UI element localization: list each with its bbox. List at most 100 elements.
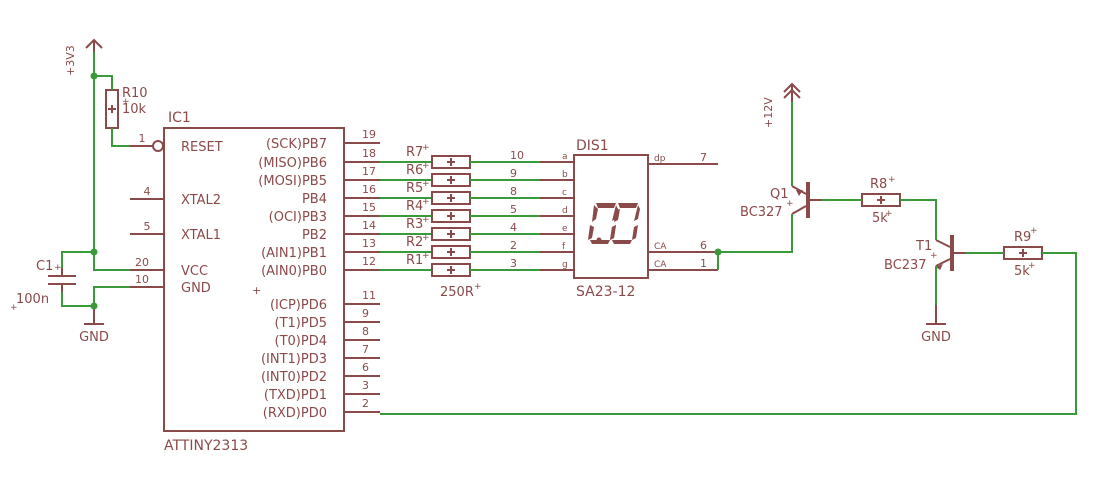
pin-number: 6 [362, 361, 369, 374]
r10-name: R10 [122, 86, 148, 101]
r9-name: R9 [1014, 230, 1031, 245]
ic1-right-pin: 18 (MISO)PB6 [258, 147, 380, 171]
pin-label: PB2 [302, 228, 327, 243]
ic1-right-pin: 17(MOSI)PB5 [258, 165, 380, 189]
resistor-name: R1 [406, 253, 423, 268]
resistor-plus-marker: + [422, 215, 430, 225]
pin-label: XTAL2 [181, 193, 221, 208]
pin-number: 1 [700, 257, 707, 270]
c1-plus-marker: + [54, 263, 62, 273]
resistor-name: R3 [406, 217, 423, 232]
t1-plus-marker: + [930, 251, 938, 261]
seven-segment-digit [588, 203, 640, 244]
pin-number: 8 [510, 185, 517, 198]
ic1-origin-marker: + [252, 284, 261, 297]
ic1-right-pin: 19(SCK)PB7 [266, 128, 380, 152]
pin-label: (AIN1)PB1 [261, 246, 327, 261]
pin-label: (INT0)PD2 [261, 370, 327, 385]
ic1-value: ATTINY2313 [164, 438, 248, 454]
t1-name: T1 [915, 239, 932, 254]
pin-label: VCC [181, 264, 208, 279]
ic1-right-pin: 8(T0)PD4 [275, 325, 380, 349]
pin-number: 2 [362, 397, 369, 410]
pin-label: (MOSI)PB5 [258, 174, 327, 189]
ic1-right-pin: 15(OCI)PB3 [269, 201, 380, 225]
pin-number: 4 [510, 221, 517, 234]
q1-plus-marker: + [786, 199, 794, 209]
pin-label: b [562, 170, 568, 180]
pin-number: 1 [139, 132, 146, 145]
c1-name: C1 [36, 259, 53, 274]
gnd-right-label: GND [921, 330, 951, 345]
segment-resistor: R2+ [380, 233, 540, 259]
segment-resistor: R1+ [380, 251, 540, 277]
resistor-plus-marker: + [422, 143, 430, 153]
pin-number: 7 [700, 151, 707, 164]
ic1-pin-gnd: 10 GND [130, 273, 211, 296]
pin-number: 20 [135, 256, 149, 269]
ic1-name: IC1 [168, 110, 191, 126]
c1-value: 100n [16, 292, 49, 307]
pin-number: 10 [135, 273, 149, 286]
gnd-right: GND [921, 305, 951, 345]
dis1-name: DIS1 [576, 138, 609, 154]
pin-number: 7 [362, 343, 369, 356]
pin-label: (MISO)PB6 [258, 156, 327, 171]
segment-resistor-value-plus: + [474, 282, 482, 292]
pin-label: XTAL1 [181, 228, 221, 243]
pin-label: GND [181, 281, 211, 296]
segment-resistor: R4+ [380, 197, 540, 223]
resistor-plus-marker: + [422, 179, 430, 189]
gnd-left: GND [79, 306, 109, 345]
q1-value: BC327 [740, 205, 783, 220]
r8-name: R8 [870, 177, 887, 192]
ic1-right-pin: 2(RXD)PD0 [263, 397, 380, 421]
pin-label: CA [654, 242, 667, 252]
wires-right [380, 102, 1077, 415]
pin-label: dp [654, 154, 666, 164]
t1-value: BC237 [884, 258, 927, 273]
r9-plus-marker-2: + [1028, 261, 1036, 271]
ic1-right-pin: 3 (TXD)PD1 [264, 379, 380, 403]
pin-label: RESET [181, 140, 223, 155]
pin-label: (AIN0)PB0 [261, 264, 327, 279]
pin-label: f [562, 242, 566, 252]
pin-label: (TXD)PD1 [264, 388, 327, 403]
pin-number: 5 [510, 203, 517, 216]
q1: Q1 BC327 + [740, 182, 822, 220]
pin-number: 18 [362, 147, 376, 160]
r10-plus-marker: + [122, 97, 130, 107]
pin-label: (T1)PD5 [275, 316, 327, 331]
ic1-pin-vcc: 20 VCC [130, 256, 208, 279]
pin-number: 13 [362, 237, 376, 250]
pin-number: 2 [510, 239, 517, 252]
ic1-pin-reset: 1 RESET [130, 132, 223, 155]
ic1-pin-xtal2: 4 XTAL2 [130, 185, 221, 208]
resistor-name: R4 [406, 199, 423, 214]
dis1-pin-ca-1: CA 1 [648, 257, 718, 271]
ic1-pin-xtal1: 5 XTAL1 [130, 220, 221, 243]
resistor-name: R6 [406, 163, 423, 178]
ic1-right-pin: 11(ICP)PD6 [270, 289, 380, 313]
pin-number: 19 [362, 128, 376, 141]
ic1-right-pin: 6 (INT0)PD2 [261, 361, 380, 385]
pin-number: 9 [362, 307, 369, 320]
t1: T1 BC237 + [884, 235, 966, 273]
gnd-left-label: GND [79, 330, 109, 345]
supply-3v3: +3V3 [64, 38, 103, 76]
r9-plus-marker: + [1030, 226, 1038, 236]
r8: R8 5k + + [861, 175, 901, 226]
supply-12v: +12V [762, 82, 801, 128]
q1-name: Q1 [770, 187, 789, 202]
supply-3v3-label: +3V3 [64, 45, 77, 76]
pin-number: 3 [362, 379, 369, 392]
pin-label: CA [654, 260, 667, 270]
